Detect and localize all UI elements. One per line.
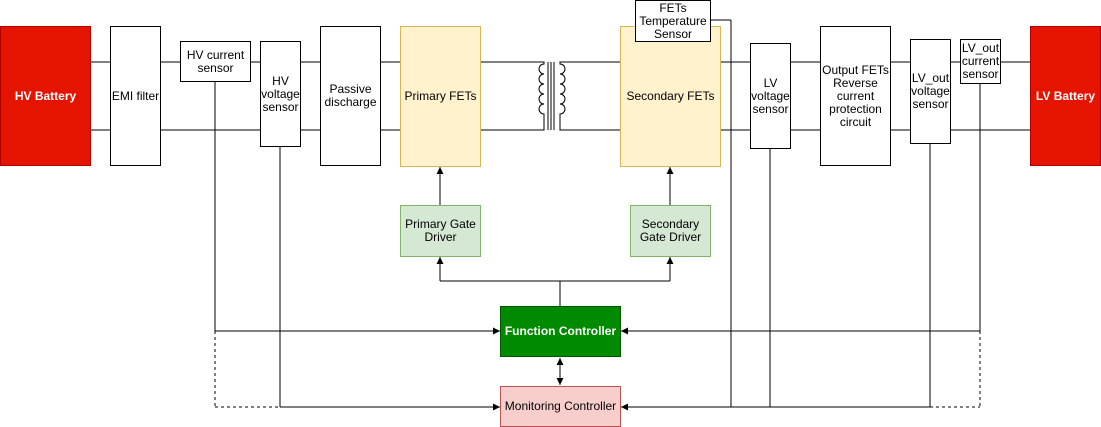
secondary-fets: Secondary FETs — [620, 26, 721, 167]
function-controller: Function Controller — [500, 306, 621, 357]
transformer-secondary-winding — [559, 61, 568, 131]
monitoring-controller: Monitoring Controller — [500, 386, 621, 427]
transformer-primary-winding — [532, 61, 545, 131]
hv-voltage-sensor: HV voltage sensor — [260, 41, 301, 147]
primary-gate-driver: Primary Gate Driver — [400, 205, 481, 257]
passive-discharge: Passive discharge — [320, 26, 381, 166]
primary-fets: Primary FETs — [400, 26, 481, 167]
output-fets-reverse-protection: Output FETs Reverse current protection c… — [820, 26, 891, 166]
fets-temperature-sensor: FETs Temperature Sensor — [635, 0, 711, 42]
hv-current-sensor: HV current sensor — [180, 41, 251, 82]
lv-battery: LV Battery — [1030, 26, 1101, 166]
lv-out-voltage-sensor: LV_out voltage sensor — [910, 39, 951, 144]
hv-battery: HV Battery — [0, 26, 91, 166]
lv-voltage-sensor: LV voltage sensor — [750, 43, 791, 149]
secondary-gate-driver: Secondary Gate Driver — [630, 205, 711, 257]
emi-filter: EMI filter — [110, 26, 161, 166]
lv-out-current-sensor: LV_out current sensor — [960, 39, 1001, 84]
